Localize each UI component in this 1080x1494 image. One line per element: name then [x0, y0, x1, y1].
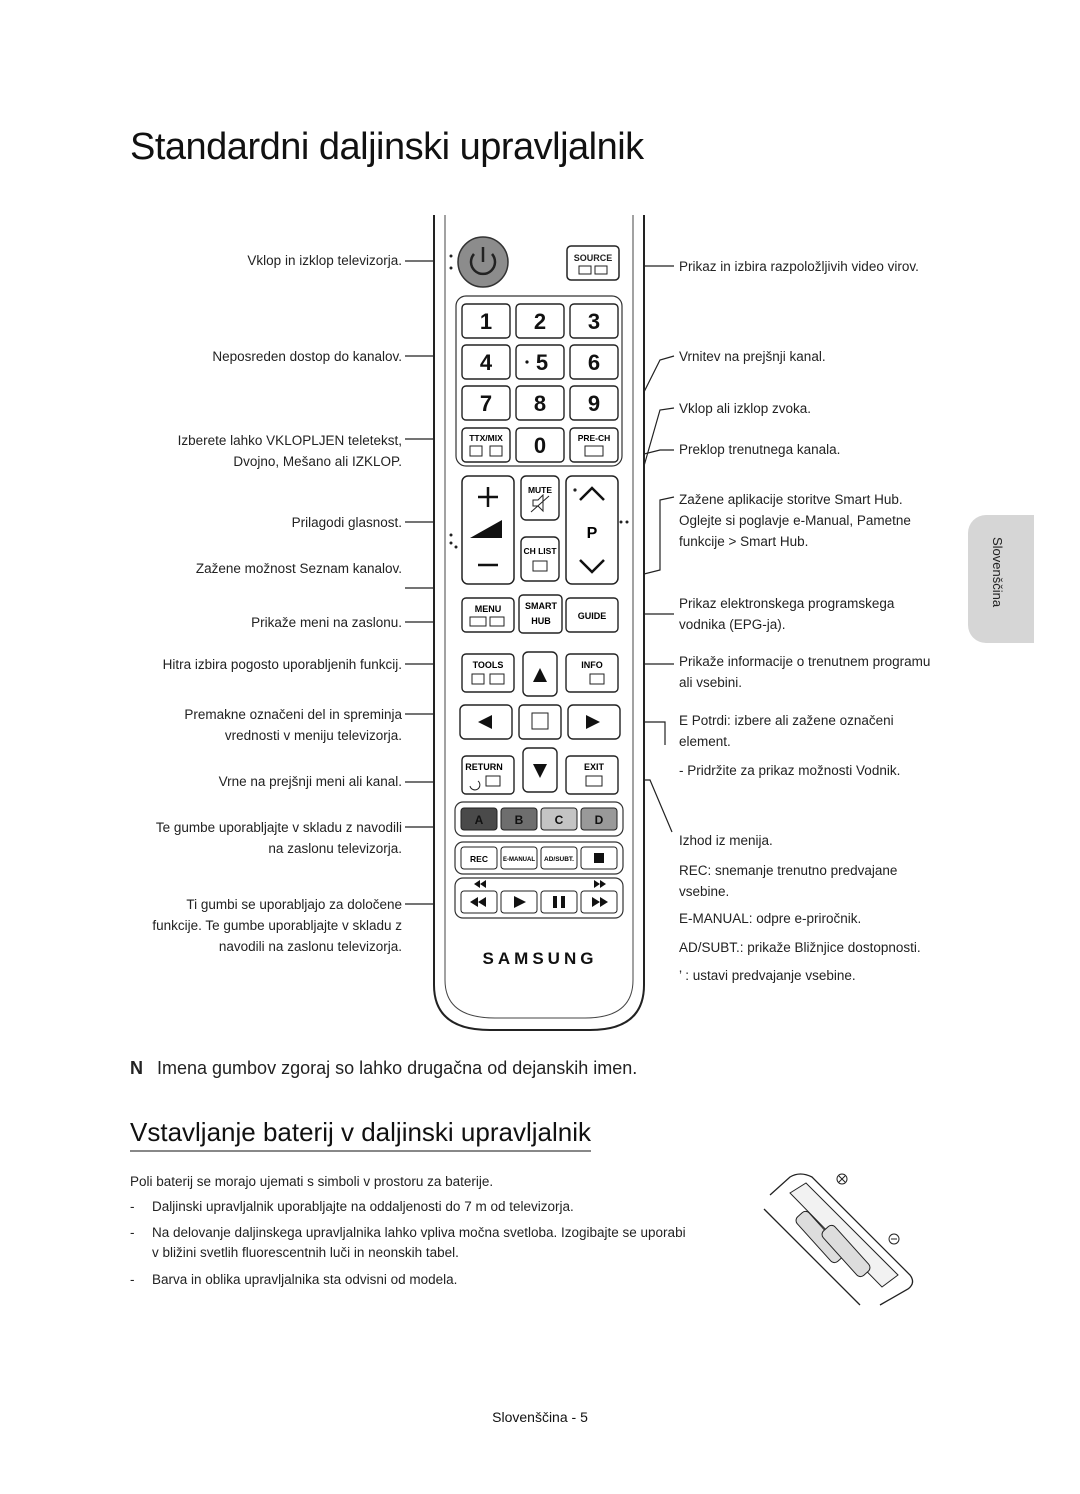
guide-label: GUIDE [578, 611, 607, 621]
rec-label: REC [470, 854, 488, 864]
label-ch: Preklop trenutnega kanala. [679, 442, 841, 457]
menu-label: MENU [475, 604, 502, 614]
note-text: Imena gumbov zgoraj so lahko drugačna od… [157, 1058, 638, 1078]
adsubt-label: AD/SUBT. [544, 856, 574, 863]
tools-label: TOOLS [473, 660, 504, 670]
label-emanual: E-MANUAL: odpre e-priročnik. [679, 911, 862, 926]
battery-intro: Poli baterij se morajo ujemati s simboli… [130, 1174, 494, 1189]
label-numbers: Neposreden dostop do kanalov. [212, 349, 402, 364]
digit-3: 3 [588, 309, 600, 334]
label-adsubt: AD/SUBT.: prikaže Bližnjice dostopnosti. [679, 940, 921, 955]
info-label: INFO [581, 660, 603, 670]
color-button-a [460, 807, 498, 831]
label-power: Vklop in izklop televizorja. [247, 253, 402, 268]
color-c-label: C [555, 813, 564, 827]
adsubt-button [540, 846, 578, 870]
label-smarthub: Zažene aplikacije storitve Smart Hub.Ogl… [679, 492, 911, 549]
prech-label: PRE-CH [578, 433, 611, 443]
label-ttx: Izberete lahko VKLOPLJEN teletekst,Dvojn… [177, 433, 402, 469]
battery-bullet-3: -Barva in oblika upravljalnika sta odvis… [130, 1272, 458, 1287]
smarthub-button [518, 594, 563, 634]
prech-button [569, 427, 619, 463]
color-b-label: B [515, 813, 524, 827]
label-info: Prikaže informacije o trenutnem programu… [679, 654, 931, 690]
samsung-logo: SAMSUNG [483, 949, 598, 968]
label-volume: Prilagodi glasnost. [291, 515, 402, 530]
label-pause: ’ : ustavi predvajanje vsebine. [679, 968, 856, 983]
chlist-button [520, 536, 560, 582]
side-tab-label: Slovenščina [990, 537, 1005, 608]
digit-0: 0 [534, 433, 546, 458]
p-label: P [587, 525, 598, 542]
digit-9: 9 [588, 391, 600, 416]
digit-4: 4 [480, 350, 493, 375]
rec-button [460, 846, 498, 870]
battery-illustration [763, 1173, 914, 1306]
return-button [461, 755, 515, 795]
menu-button [461, 597, 515, 633]
digit-8: 8 [534, 391, 546, 416]
pause-button [540, 890, 578, 914]
source-button [566, 245, 620, 281]
tools-button [461, 653, 515, 693]
label-enter-hold: - Pridržite za prikaz možnosti Vodnik. [679, 763, 901, 778]
remote-illustration: SOURCE 1 2 3 4 5 6 7 8 9 0 TTX/MIX PRE-C… [405, 215, 675, 1031]
return-label: RETURN [465, 762, 503, 772]
info-button [565, 653, 619, 693]
enter-button [518, 704, 562, 740]
exit-label: EXIT [584, 762, 605, 772]
number-pad [461, 303, 619, 463]
color-button-c [540, 807, 578, 831]
ttx-label: TTX/MIX [469, 433, 503, 443]
label-tools: Hitra izbira pogosto uporabljenih funkci… [162, 657, 402, 672]
color-button-b [500, 807, 538, 831]
source-label: SOURCE [574, 253, 613, 263]
section-heading-batteries: Vstavljanje baterij v daljinski upravlja… [130, 1117, 591, 1152]
label-mute: Vklop ali izklop zvoka. [679, 401, 812, 416]
label-return: Vrne na prejšnji meni ali kanal. [218, 774, 402, 789]
label-prech: Vrnitev na prejšnji kanal. [679, 349, 826, 364]
emanual-label: E-MANUAL [503, 857, 535, 863]
color-button-d [580, 807, 618, 831]
label-chlist: Zažene možnost Seznam kanalov. [195, 561, 402, 576]
note-line: N Imena gumbov zgoraj so lahko drugačna o… [130, 1058, 637, 1079]
emanual-button [500, 846, 538, 870]
note-marker: N [130, 1058, 143, 1078]
battery-bullet-2: -Na delovanje daljinskega upravljalnika … [130, 1225, 686, 1260]
mute-label: MUTE [528, 485, 552, 495]
digit-5: 5 [536, 350, 548, 375]
label-abcd: Te gumbe uporabljajte v skladu z navodil… [155, 820, 402, 856]
ttx-button [461, 427, 511, 463]
digit-1: 1 [480, 309, 492, 334]
color-d-label: D [595, 813, 604, 827]
guide-button [565, 597, 619, 633]
hub-label: HUB [531, 616, 551, 626]
digit-6: 6 [588, 350, 600, 375]
language-side-tab: Slovenščina [968, 515, 1034, 643]
label-exit: Izhod iz menija. [679, 833, 773, 848]
label-source: Prikaz in izbira razpoložljivih video vi… [679, 259, 919, 274]
battery-bullet-1: -Daljinski upravljalnik uporabljajte na … [130, 1199, 574, 1214]
digit-2: 2 [534, 309, 546, 334]
page-title: Standardni daljinski upravljalnik [130, 126, 644, 168]
page-footer: Slovenščina - 5 [492, 1409, 588, 1425]
smart-label: SMART [525, 601, 557, 611]
label-menu: Prikaže meni na zaslonu. [251, 615, 402, 630]
digit-7: 7 [480, 391, 492, 416]
chlist-label: CH LIST [523, 546, 557, 556]
exit-button [565, 755, 619, 795]
color-a-label: A [475, 813, 484, 827]
channel-rocker [565, 475, 619, 585]
